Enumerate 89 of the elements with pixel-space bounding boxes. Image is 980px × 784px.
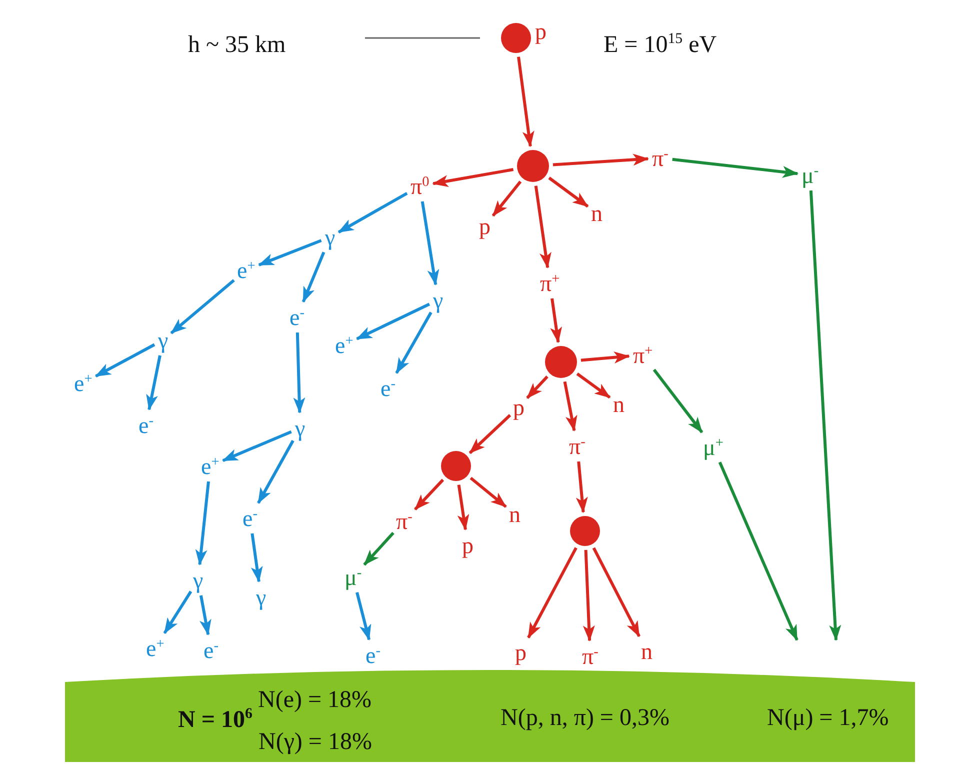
arrow	[548, 176, 589, 208]
particle-label: n	[591, 202, 602, 224]
arrow	[517, 56, 534, 148]
arrow	[457, 484, 470, 531]
particle-label: p	[515, 640, 526, 664]
particle-label: n	[641, 640, 652, 662]
interaction-point	[501, 23, 531, 53]
statistic-text: N = 10$^{6}$	[178, 708, 252, 732]
particle-label: e$^{-}$	[290, 306, 304, 328]
annotation-text: E = 10$^{15}$ eV	[604, 33, 717, 57]
particle-label: γ	[325, 226, 336, 248]
arrow	[582, 550, 595, 642]
statistic-text: N(e) = 18%	[258, 688, 372, 712]
arrow	[170, 279, 235, 334]
particle-label: π$^{-}$	[652, 146, 668, 170]
arrow	[576, 372, 611, 399]
arrow	[395, 312, 432, 374]
arrow	[302, 252, 326, 303]
arrow	[414, 478, 444, 510]
arrow	[432, 168, 514, 187]
arrow	[250, 533, 263, 583]
arrow	[338, 192, 408, 234]
arrow	[672, 158, 799, 178]
arrow	[195, 481, 210, 566]
particle-label: π$^{0}$	[410, 174, 430, 198]
particle-label: e$^{+}$	[335, 334, 354, 356]
arrow	[550, 298, 562, 344]
arrow	[420, 201, 440, 286]
particle-label: e$^{-}$	[138, 414, 154, 436]
particle-label: e$^{-}$	[366, 644, 380, 666]
statistic-text: N(p, n, π) = 0,3%	[500, 706, 670, 730]
particle-label: p	[535, 20, 546, 43]
particle-label: μ$^{+}$	[703, 436, 724, 458]
arrow	[652, 368, 704, 434]
particle-label: γ	[158, 328, 168, 352]
arrow	[470, 476, 507, 508]
interaction-point	[545, 346, 577, 378]
arrow	[163, 590, 192, 634]
arrow	[258, 239, 322, 266]
arrow	[293, 332, 306, 414]
particle-label: μ$^{-}$	[802, 164, 819, 186]
arrow	[199, 595, 212, 636]
particle-label: π$^{+}$	[540, 272, 560, 294]
particle-label: p	[479, 214, 490, 238]
particle-label: n	[509, 502, 520, 526]
arrow	[527, 547, 578, 639]
particle-label: γ	[193, 568, 204, 592]
particle-label: γ	[295, 416, 306, 440]
particle-label: e$^{+}$	[74, 372, 92, 394]
statistic-text: N(μ) = 1,7%	[767, 706, 889, 730]
particle-label: e$^{+}$	[146, 636, 164, 660]
particle-label: π$^{-}$	[396, 510, 412, 532]
arrow	[94, 343, 156, 378]
statistic-text: N(γ) = 18%	[258, 730, 372, 754]
arrow	[718, 462, 798, 641]
arrow	[492, 180, 522, 217]
arrow	[257, 440, 294, 504]
arrow	[356, 592, 372, 641]
particle-label: p	[513, 396, 524, 418]
particle-label: p	[462, 534, 474, 556]
arrow	[552, 154, 649, 166]
particle-label: e$^{+}$	[201, 454, 220, 478]
arrow	[592, 547, 640, 638]
interaction-point	[570, 516, 600, 546]
particle-label: μ$^{-}$	[344, 566, 362, 588]
interaction-point	[517, 150, 549, 182]
particle-label: π$^{-}$	[582, 644, 598, 668]
particle-label: π$^{-}$	[569, 434, 586, 458]
particle-label: e$^{-}$	[242, 506, 258, 530]
arrow	[576, 461, 588, 514]
particle-label: γ	[433, 288, 444, 312]
particle-label: n	[613, 392, 624, 416]
particle-label: π$^{+}$	[633, 344, 653, 366]
arrow	[146, 355, 162, 411]
arrow	[534, 186, 552, 269]
particle-label: e$^{-}$	[380, 376, 396, 400]
interaction-point	[441, 451, 471, 481]
arrow	[363, 532, 394, 566]
particle-label: e$^{-}$	[204, 638, 218, 662]
ground-band	[65, 668, 915, 762]
arrow	[356, 302, 430, 340]
arrow	[468, 414, 512, 454]
arrow	[580, 351, 630, 364]
arrow	[809, 190, 842, 641]
arrow	[222, 430, 292, 462]
particle-label: γ	[256, 586, 266, 608]
annotation-text: h ~ 35 km	[188, 33, 286, 57]
particle-label: e$^{+}$	[237, 258, 256, 282]
arrow	[526, 376, 548, 399]
